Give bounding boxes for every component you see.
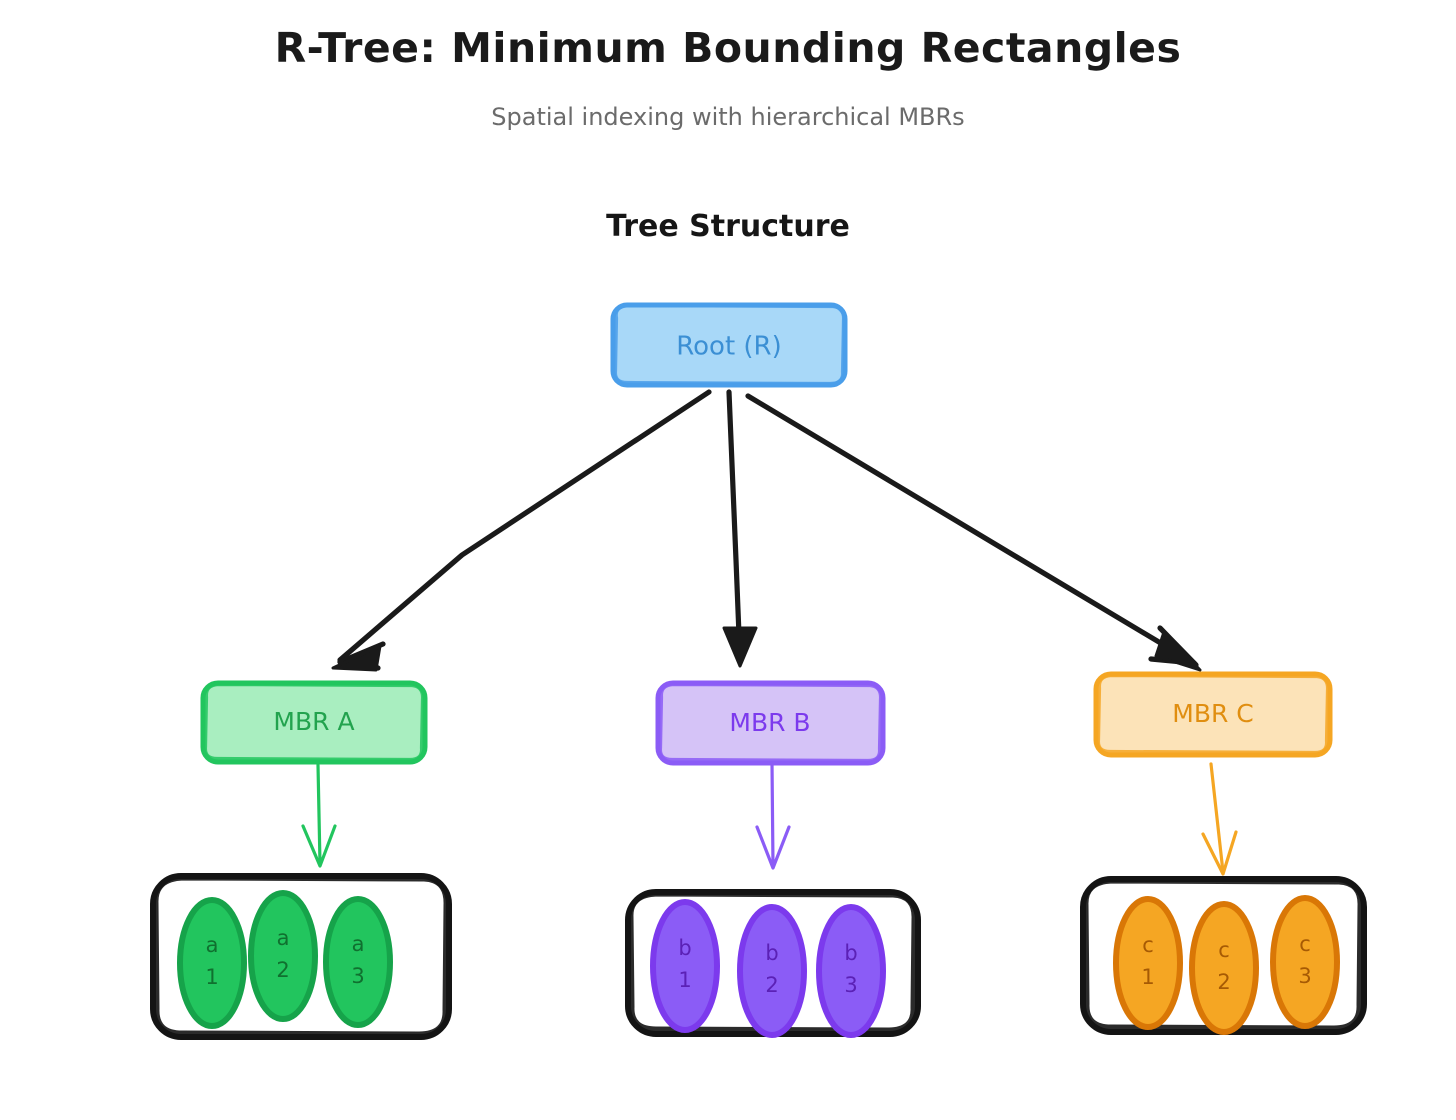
leaf-entry-a2-letter: a bbox=[277, 926, 290, 950]
leaf-entry-c1-index: 1 bbox=[1141, 965, 1154, 989]
node-mbr-b-label: MBR B bbox=[729, 708, 810, 737]
leaf-entry-a1[interactable]: a 1 bbox=[177, 897, 247, 1029]
leaf-entry-c3[interactable]: c 3 bbox=[1270, 895, 1340, 1029]
node-root[interactable]: Root (R) bbox=[610, 302, 848, 388]
leaf-entry-b2-index: 2 bbox=[765, 973, 778, 997]
leaf-entry-a3-index: 3 bbox=[351, 964, 364, 988]
node-mbr-a[interactable]: MBR A bbox=[200, 680, 428, 765]
page-subtitle: Spatial indexing with hierarchical MBRs bbox=[491, 103, 965, 131]
leaf-entry-c2[interactable]: c 2 bbox=[1189, 901, 1259, 1035]
leaf-entry-a1-letter: a bbox=[206, 933, 219, 957]
edge-root-to-mbr-a bbox=[331, 389, 712, 672]
node-mbr-b[interactable]: MBR B bbox=[655, 680, 886, 766]
leaf-entry-c2-letter: c bbox=[1218, 938, 1230, 962]
leaf-entry-b1-letter: b bbox=[678, 936, 691, 960]
leaf-container-a[interactable]: a 1 a 2 a 3 bbox=[150, 873, 452, 1040]
leaf-entry-b3[interactable]: b 3 bbox=[816, 904, 886, 1038]
leaf-entry-a3[interactable]: a 3 bbox=[323, 896, 393, 1028]
node-mbr-c[interactable]: MBR C bbox=[1093, 671, 1333, 758]
page-title: R-Tree: Minimum Bounding Rectangles bbox=[274, 24, 1182, 72]
edge-root-to-mbr-c bbox=[745, 393, 1202, 672]
edge-mbr-b-to-leaf-group-b bbox=[755, 761, 791, 870]
leaf-entry-a2-index: 2 bbox=[276, 958, 289, 982]
leaf-entry-c2-index: 2 bbox=[1217, 970, 1230, 994]
section-heading-tree-structure: Tree Structure bbox=[606, 209, 850, 244]
leaf-entry-b2-letter: b bbox=[765, 941, 778, 965]
leaf-container-c[interactable]: c 1 c 2 c 3 bbox=[1080, 876, 1367, 1035]
node-root-label: Root (R) bbox=[676, 332, 782, 362]
leaf-entry-c3-letter: c bbox=[1299, 932, 1311, 956]
leaf-entry-b2[interactable]: b 2 bbox=[737, 904, 807, 1038]
leaf-entry-b1-index: 1 bbox=[678, 968, 691, 992]
leaf-entry-a3-letter: a bbox=[352, 932, 365, 956]
leaf-container-b[interactable]: b 1 b 2 b 3 bbox=[625, 889, 921, 1038]
leaf-entry-c1[interactable]: c 1 bbox=[1113, 896, 1183, 1030]
edge-root-to-mbr-b bbox=[722, 389, 758, 668]
edge-mbr-c-to-leaf-group-c bbox=[1201, 762, 1238, 876]
leaf-entry-c1-letter: c bbox=[1142, 933, 1154, 957]
leaf-entry-c3-index: 3 bbox=[1298, 964, 1311, 988]
leaf-entry-a2[interactable]: a 2 bbox=[248, 890, 318, 1022]
node-mbr-a-label: MBR A bbox=[273, 707, 354, 736]
node-mbr-c-label: MBR C bbox=[1172, 699, 1254, 728]
leaf-entry-a1-index: 1 bbox=[205, 965, 218, 989]
leaf-entry-b3-letter: b bbox=[844, 941, 857, 965]
leaf-entry-b1[interactable]: b 1 bbox=[650, 899, 720, 1033]
edge-mbr-a-to-leaf-group-a bbox=[301, 763, 337, 868]
leaf-entry-b3-index: 3 bbox=[844, 973, 857, 997]
